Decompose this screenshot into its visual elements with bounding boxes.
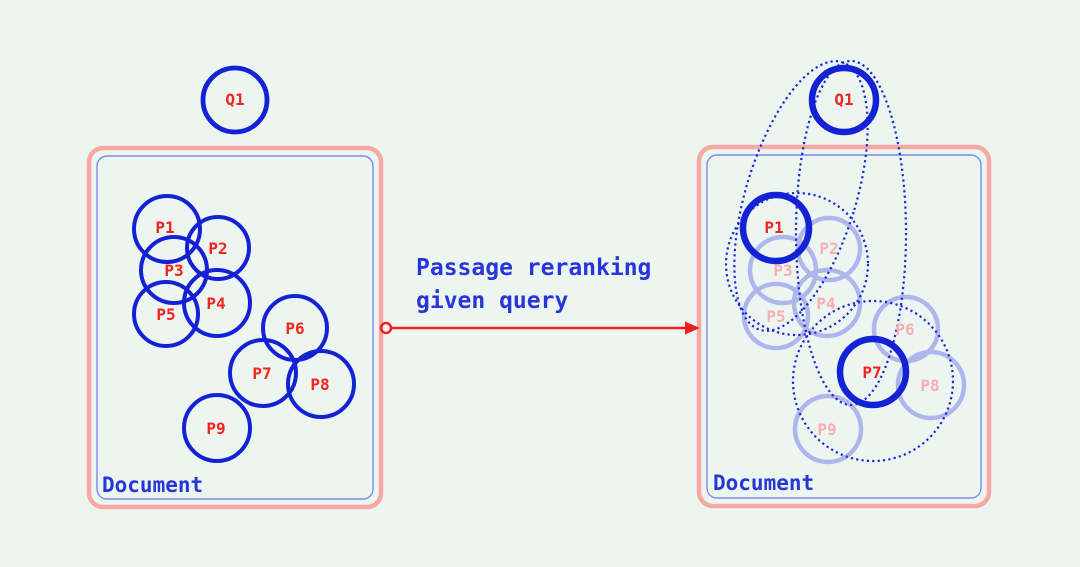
query-circle-q1-right xyxy=(808,64,880,136)
right-panel-highlighted-circles xyxy=(739,64,910,409)
passage-label: P1 xyxy=(155,218,175,237)
caption-line-1: Passage reranking xyxy=(416,255,652,281)
passage-circle-p5-left xyxy=(132,280,200,348)
right-document-inner-border xyxy=(706,154,982,499)
left-document-label: Document xyxy=(102,473,204,497)
passage-label: P3 xyxy=(773,261,793,280)
right-panel-faded-circles xyxy=(741,215,967,465)
passage-circle-p4-left xyxy=(182,268,252,338)
passage-label: P2 xyxy=(208,239,228,258)
passage-label: P3 xyxy=(164,261,184,280)
passage-circle-p2-left xyxy=(185,215,251,281)
caption-line-2: given query xyxy=(416,288,569,314)
passage-circle-p9-left xyxy=(182,393,252,463)
right-document-box xyxy=(696,144,992,509)
query-label-right: Q1 xyxy=(834,90,854,109)
passage-label: P9 xyxy=(206,419,226,438)
passage-label: P4 xyxy=(816,294,836,313)
passage-circle-p7-right xyxy=(836,335,910,409)
passage-circle-p7-left xyxy=(228,338,298,408)
passage-label: P5 xyxy=(766,307,786,326)
right-document-label: Document xyxy=(713,471,815,495)
query-label-left: Q1 xyxy=(225,90,245,109)
left-document-box xyxy=(86,145,384,510)
passage-label: P4 xyxy=(206,294,226,313)
passage-circle-p1-right xyxy=(739,191,813,265)
passage-label: P1 xyxy=(764,218,784,237)
passage-circle-p5-right xyxy=(741,281,811,351)
query-p7-link-ellipse xyxy=(794,59,908,407)
p1-cluster-dotted-circle xyxy=(724,191,870,337)
arrow-head xyxy=(685,321,700,335)
passage-label: P2 xyxy=(819,239,839,258)
passage-label: P8 xyxy=(310,375,330,394)
passage-label: P9 xyxy=(817,420,837,439)
passage-label: P5 xyxy=(156,305,176,324)
passage-circle-p8-right xyxy=(895,349,967,421)
query-p1-link-ellipse xyxy=(733,60,869,332)
passage-label: P7 xyxy=(252,364,272,383)
query-passage-links xyxy=(724,59,955,463)
query-circle-q1-left xyxy=(200,65,270,135)
left-document-inner-border xyxy=(96,155,374,500)
passage-circle-p1-left xyxy=(132,194,202,264)
arrow-tail-ring xyxy=(379,321,393,335)
passage-label: P6 xyxy=(895,320,915,339)
p7-cluster-dotted-circle xyxy=(791,299,955,463)
reranking-caption: Passage reranking given query xyxy=(416,252,651,318)
passage-circle-p9-right xyxy=(792,393,864,465)
passage-label: P6 xyxy=(285,319,305,338)
passage-label: P8 xyxy=(920,376,940,395)
right-document-outer-border xyxy=(696,144,992,509)
reranking-arrow xyxy=(379,321,700,335)
passage-circle-p8-left xyxy=(286,349,356,419)
left-document-outer-border xyxy=(86,145,384,510)
passage-label: P7 xyxy=(862,363,882,382)
left-panel-circles xyxy=(132,65,356,463)
